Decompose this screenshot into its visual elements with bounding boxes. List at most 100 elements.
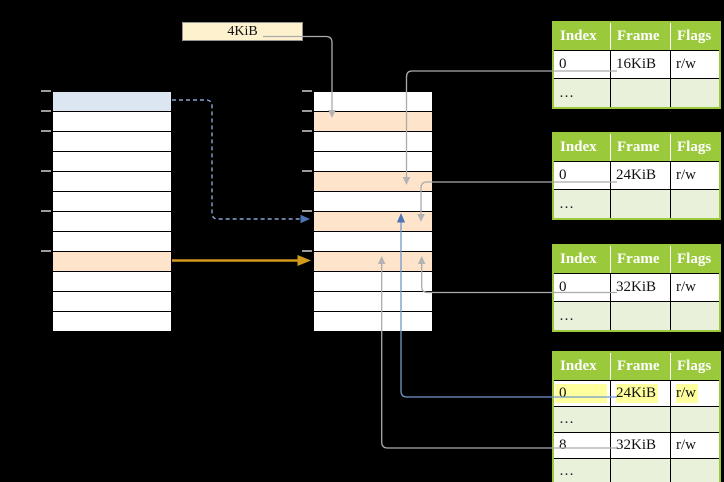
table-row-ellipsis: … [554,78,719,107]
cell-index: 0 [559,56,567,72]
header-index: Index [560,139,597,155]
header-frame: Frame [610,134,670,161]
cell-frame: 32KiB [610,433,670,458]
page-table-2: Index Frame Flags 0 24KiB r/w … [552,132,721,220]
cell-flags: r/w [670,51,719,78]
header-index: Index [560,251,597,267]
memory-cell [53,292,171,312]
page-size-label: 4KiB [227,23,258,39]
memory-cell [314,152,432,172]
address-tick [302,170,312,172]
memory-cell [53,192,171,212]
page-size-box: 4KiB [182,22,303,41]
memory-cell [53,212,171,232]
page-table-header: Index Frame Flags [554,246,719,273]
cell-index: … [559,84,574,101]
header-frame: Frame [610,246,670,273]
physical-frame-4kib [314,112,432,132]
highlighted-flags-value: r/w [676,384,698,403]
cell-frame [610,302,670,330]
header-flags: Flags [670,23,719,50]
cell-flags [670,407,719,432]
address-tick [302,90,312,92]
table-row-ellipsis: … [554,301,719,330]
header-index: Index [560,28,597,44]
arrow-head-right-icon [297,255,311,266]
cell-index: … [559,411,574,427]
table-row-highlighted: 0 24KiB r/w [554,380,719,406]
memory-cell [314,272,432,292]
address-tick [302,130,312,132]
address-tick [41,210,51,212]
memory-cell [53,152,171,172]
cell-frame [610,459,670,482]
memory-cell [53,172,171,192]
page-table-header: Index Frame Flags [554,134,719,161]
header-flags: Flags [670,134,719,161]
page-table-header: Index Frame Flags [554,23,719,50]
memory-cell [53,312,171,331]
page-table-header: Index Frame Flags [554,353,719,380]
cell-index: … [559,195,574,212]
physical-frame-32kib [314,252,432,272]
cell-flags [670,459,719,482]
address-tick [41,130,51,132]
memory-cell [314,232,432,252]
table-row-ellipsis: … [554,458,719,482]
cell-flags: r/w [670,274,719,301]
header-frame: Frame [610,353,670,380]
cell-index: … [559,463,574,479]
page-table-1: Index Frame Flags 0 16KiB r/w … [552,21,721,109]
cell-index: 0 [559,167,567,183]
cell-frame: 24KiB [610,162,670,189]
cell-frame [610,190,670,218]
physical-frame-24kib [314,212,432,232]
cell-index: … [559,307,574,324]
table-row: 0 16KiB r/w [554,50,719,78]
address-tick [302,250,312,252]
highlighted-frame-value: 24KiB [616,384,659,403]
memory-cell [314,92,432,112]
memory-cell [314,132,432,152]
memory-cell [53,112,171,132]
cell-frame [610,79,670,107]
table-row-ellipsis: … [554,189,719,218]
cell-index: 0 [554,381,610,406]
address-tick [302,110,312,112]
cell-flags: r/w [670,381,719,406]
virtual-memory-column [52,91,172,332]
memory-cell [53,232,171,252]
header-flags: Flags [670,246,719,273]
header-flags: Flags [670,353,719,380]
address-tick [41,250,51,252]
page-table-3: Index Frame Flags 0 32KiB r/w … [552,244,721,332]
memory-cell [53,132,171,152]
table-row-ellipsis: … [554,406,719,432]
cell-index: 8 [559,437,567,453]
highlighted-index-value: 0 [555,384,607,403]
connector-virtual-page-to-physical-dashed [172,99,301,220]
cell-flags: r/w [670,162,719,189]
virtual-page-mapped-orange [53,252,171,272]
cell-flags: r/w [670,433,719,458]
table-row: 0 32KiB r/w [554,273,719,301]
memory-cell [53,272,171,292]
address-tick [41,110,51,112]
cell-flags [670,302,719,330]
address-tick [41,90,51,92]
page-table-4: Index Frame Flags 0 24KiB r/w … 8 32KiB … [552,351,721,482]
arrow-head-right-icon [300,214,310,224]
header-index: Index [560,358,597,374]
cell-flags [670,79,719,107]
memory-cell [314,292,432,312]
memory-cell [314,312,432,331]
physical-frame-16kib [314,172,432,192]
table-row: 0 24KiB r/w [554,161,719,189]
address-tick [41,170,51,172]
cell-flags [670,190,719,218]
physical-memory-column [313,91,433,332]
virtual-page-mapped-blue [53,92,171,112]
cell-frame: 32KiB [610,274,670,301]
cell-index: 0 [559,279,567,295]
